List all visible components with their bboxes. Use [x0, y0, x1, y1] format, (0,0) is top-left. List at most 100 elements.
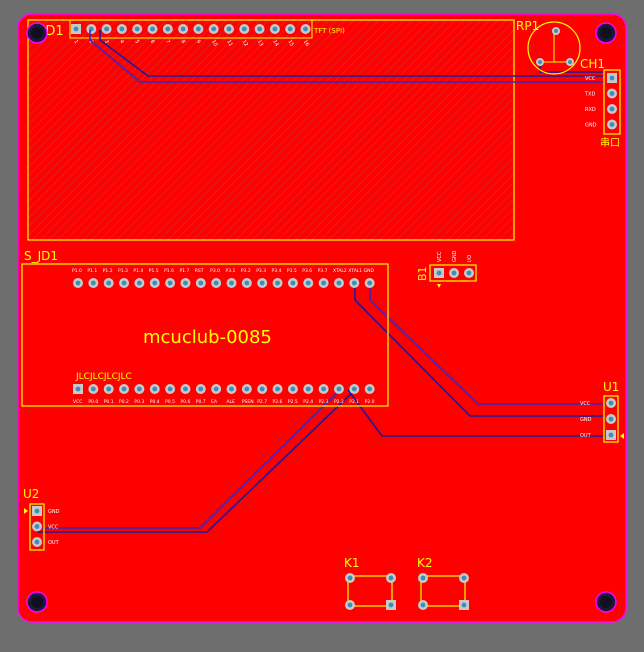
- jd-top-pin-label: P1.4: [133, 268, 143, 274]
- lcd-pin-label: 2: [88, 39, 95, 45]
- u2-pads: [32, 506, 42, 547]
- jd-top-pin-label: XTAL2: [333, 268, 347, 274]
- jd-top-pin-hole: [321, 280, 326, 286]
- jd-bottom-pin-hole: [367, 386, 373, 392]
- board-title: mcuclub-0085: [143, 327, 272, 348]
- jd-top-pin-label: P3.6: [302, 268, 312, 274]
- k1-outline: [347, 575, 393, 607]
- lcd-pin-label: 9: [195, 39, 202, 45]
- ch1-pin-label: TXD: [584, 92, 595, 98]
- trace-jd-to-u1-c: [347, 389, 604, 437]
- jd-top-pin-hole: [336, 280, 342, 286]
- jd-bottom-pin-hole: [244, 386, 250, 392]
- lcd-pin-label: 1: [72, 39, 79, 45]
- lcd-pin-3-hole: [104, 26, 109, 32]
- jd-bottom-pin-label: P2.2: [334, 399, 344, 405]
- jd-top-pin-label: P1.7: [179, 268, 189, 274]
- jd-bottom-pin-hole: [321, 386, 326, 392]
- lcd-pin-label: 3: [103, 39, 110, 45]
- ch1-outline: [603, 69, 621, 135]
- lcd-pin-label: 5: [133, 39, 140, 45]
- jd-top-pin-hole: [275, 280, 280, 286]
- jd-bottom-pin-label: ALE: [227, 399, 236, 405]
- jd-bottom-pin-hole: [305, 386, 311, 392]
- jlc-silk-text: JLCJLCJLCJLC: [75, 372, 132, 382]
- jd-top-pin-label: P1.1: [87, 268, 97, 274]
- rp1-pads: [536, 27, 574, 66]
- jd-bottom-pin-hole: [259, 386, 265, 392]
- jd-bottom-pin-label: P2.5: [288, 399, 298, 405]
- jd-top-pin-hole: [367, 280, 373, 286]
- u2-outline: [29, 503, 45, 551]
- jd-top-pin-hole: [90, 280, 96, 286]
- b1-pin-label: VCC: [437, 251, 443, 262]
- jd-top-pin-hole: [198, 280, 204, 286]
- jd-bottom-pin-hole: [290, 386, 296, 392]
- b1-pin-hole: [451, 270, 457, 276]
- u2-pin-label: OUT: [48, 540, 60, 546]
- jd-bottom-pin-hole: [152, 386, 158, 392]
- jd-bottom-pin-label: P2.7: [257, 399, 267, 405]
- jd-top-pin-label: P1.0: [72, 268, 82, 274]
- lcd-pin-12-hole: [241, 26, 247, 32]
- s-jd1-designator: S_JD1: [24, 249, 58, 263]
- ch1-pads: [607, 73, 617, 130]
- jd-top-pin-label: P1.2: [103, 268, 113, 274]
- u2-designator: U2: [23, 487, 39, 501]
- lcd-pin-row: [71, 24, 311, 34]
- jd-bottom-pin-label: PSEN: [242, 399, 254, 405]
- s-jd1-top-pin-row: [73, 278, 375, 288]
- jd-top-pin-hole: [121, 280, 127, 286]
- jd-bottom-pin-label: P0.3: [134, 399, 144, 405]
- u1-outline: [603, 395, 619, 443]
- u1-pin-hole: [608, 416, 614, 422]
- b1-pin-hole: [436, 270, 442, 276]
- jd-bottom-pin-hole: [336, 386, 342, 392]
- rp1-designator: RP1: [516, 19, 539, 33]
- ch1-pin-hole: [609, 75, 615, 81]
- switch-pad-hole: [420, 575, 426, 581]
- jd-top-pin-hole: [75, 280, 81, 286]
- mounting-holes: [26, 22, 617, 613]
- lcd-pin-10-hole: [211, 26, 217, 32]
- lcd-pin-label: 16: [302, 39, 310, 48]
- lcd-pin-15-hole: [287, 26, 293, 32]
- jd-bottom-pin-label: P2.3: [319, 399, 329, 405]
- lcd-pin-label: 12: [241, 39, 249, 48]
- b1-outline: [429, 264, 477, 282]
- jd-bottom-pin-hole: [351, 386, 357, 392]
- jd-top-pin-label: P3.0: [210, 268, 220, 274]
- jd-top-pin-label: P3.3: [256, 268, 266, 274]
- ch1-pin-hole: [609, 106, 615, 112]
- lcd-pin-label: 8: [179, 39, 186, 45]
- lcd-pin-label: 13: [256, 39, 264, 48]
- lcd-header-outline: [69, 19, 313, 39]
- jd-bottom-pin-hole: [167, 386, 173, 392]
- switch-pad-hole: [347, 602, 353, 608]
- lcd-pin-1-hole: [73, 26, 79, 32]
- jd-bottom-pin-label: P0.2: [119, 399, 129, 405]
- lcd-pin-11-hole: [226, 26, 232, 32]
- ch1-pin-label: VCC: [585, 76, 596, 82]
- jd-top-pin-label: P1.6: [164, 268, 174, 274]
- jd-top-pin-label: GND: [364, 268, 375, 274]
- jd-top-pin-hole: [106, 280, 112, 286]
- ch1-uart-label: 串口: [600, 137, 620, 149]
- trace-jd-to-u1-b: [354, 284, 604, 417]
- jd-bottom-pin-label: P0.5: [165, 399, 175, 405]
- jd-top-pin-label: P1.5: [149, 268, 159, 274]
- jd-top-pin-label: RST: [195, 268, 204, 274]
- lcd-note: TFT (SPI): [313, 27, 345, 35]
- lcd-pin-label: 6: [149, 39, 156, 45]
- jd-bottom-pin-hole: [213, 386, 219, 392]
- jd-bottom-pin-label: P0.1: [104, 399, 114, 405]
- lcd-pin-label: 10: [210, 39, 218, 48]
- jd-top-pin-hole: [244, 280, 250, 286]
- lcd-pin-4-hole: [119, 26, 125, 32]
- k1-designator: K1: [344, 556, 360, 570]
- u1-pin-label: GND: [580, 417, 592, 423]
